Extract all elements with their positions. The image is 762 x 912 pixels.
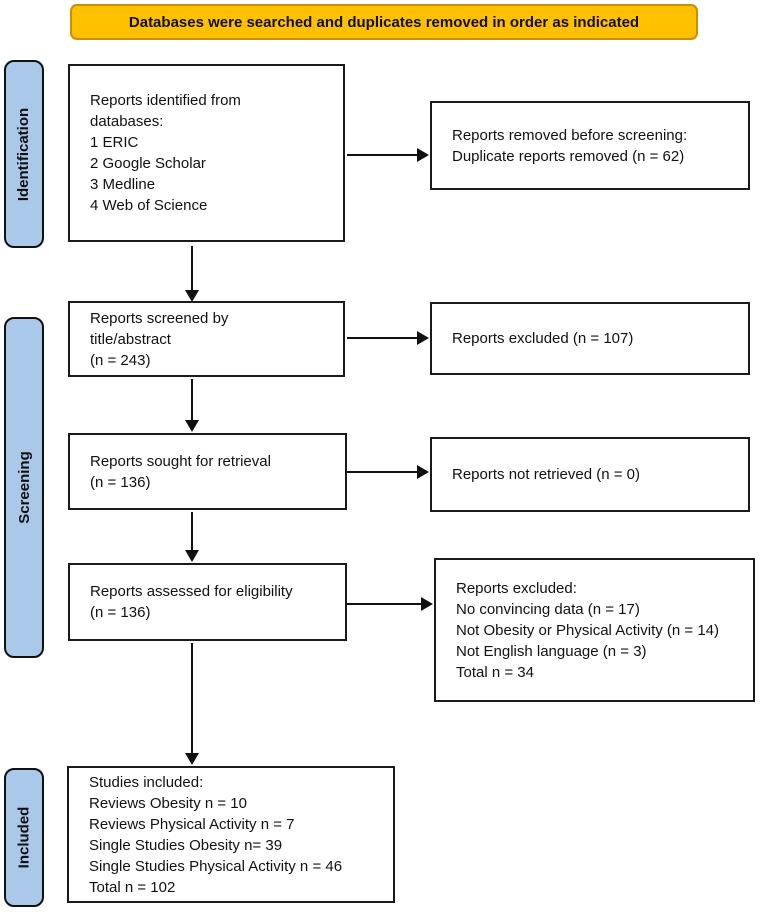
box-text-line: Not Obesity or Physical Activity (n = 14… (456, 621, 720, 639)
arrow-right-sought-to-not-retrieved (347, 471, 417, 473)
box-text-line: Reviews Obesity n = 10 (89, 794, 247, 812)
box-reports-identified: Reports identified from databases: 1 ERI… (68, 64, 345, 242)
box-reports-not-retrieved: Reports not retrieved (n = 0) (430, 437, 750, 512)
box-text-line: databases: (90, 113, 164, 130)
arrow-down-screened-to-sought (191, 379, 193, 420)
box-text-line: (n = 136) (90, 604, 151, 621)
box-text-line: Not English language (n = 3) (456, 642, 647, 660)
box-text-line: title/abstract (90, 330, 171, 348)
box-text-line: No convincing data (n = 17) (456, 600, 640, 618)
stage-label-identification: Identification (15, 107, 33, 201)
box-text-line: Reports identified from (90, 92, 241, 109)
box-reports-excluded-eligibility: Reports excluded: No convincing data (n … (434, 558, 755, 702)
box-reports-screened: Reports screened by title/abstract (n = … (68, 301, 345, 377)
box-text-line: 4 Web of Science (90, 197, 208, 214)
box-text-line: Single Studies Obesity n= 39 (89, 836, 283, 854)
box-reports-assessed: Reports assessed for eligibility (n = 13… (68, 563, 347, 641)
arrow-right-identified-to-removed (347, 154, 417, 156)
stage-bar-identification: Identification (4, 60, 44, 248)
box-text-line: 3 Medline (90, 176, 156, 193)
arrow-right-screened-to-excluded (347, 337, 417, 339)
banner-label: Databases were searched and duplicates r… (128, 13, 640, 31)
box-text-line: Reports assessed for eligibility (90, 583, 293, 600)
box-text-line: Duplicate reports removed (n = 62) (452, 147, 685, 165)
box-text-line: Single Studies Physical Activity n = 46 (89, 857, 343, 875)
stage-label-screening: Screening (15, 451, 33, 524)
box-text-line: Reports sought for retrieval (90, 452, 271, 470)
box-text-line: 1 ERIC (90, 134, 139, 151)
box-text-line: Reports not retrieved (n = 0) (452, 466, 641, 483)
banner: Databases were searched and duplicates r… (70, 4, 698, 40)
arrow-down-sought-to-assessed (191, 512, 193, 550)
box-text-line: Total n = 102 (89, 878, 176, 896)
stage-bar-screening: Screening (4, 317, 44, 658)
box-text-line: Total n = 34 (456, 663, 534, 681)
box-text-line: (n = 136) (90, 473, 151, 491)
box-text-line: Reports screened by (90, 309, 229, 327)
box-text-line: Studies included: (89, 773, 204, 791)
arrow-down-identified-to-screened (191, 246, 193, 290)
box-text-line: 2 Google Scholar (90, 155, 206, 172)
box-text-line: Reports excluded: (456, 579, 577, 597)
box-text-line: Reviews Physical Activity n = 7 (89, 815, 295, 833)
arrow-right-assessed-to-excluded (347, 603, 421, 605)
arrow-down-assessed-to-included (191, 643, 193, 753)
box-text-line: Reports excluded (n = 107) (452, 330, 634, 347)
box-reports-excluded-screening: Reports excluded (n = 107) (430, 302, 750, 375)
stage-bar-included: Included (4, 768, 44, 907)
box-reports-sought: Reports sought for retrieval (n = 136) (68, 433, 347, 510)
box-studies-included: Studies included: Reviews Obesity n = 10… (67, 766, 395, 903)
box-text-line: (n = 243) (90, 351, 151, 369)
box-text-line: Reports removed before screening: (452, 126, 688, 144)
box-duplicates-removed: Reports removed before screening: Duplic… (430, 101, 750, 190)
stage-label-included: Included (15, 806, 33, 869)
